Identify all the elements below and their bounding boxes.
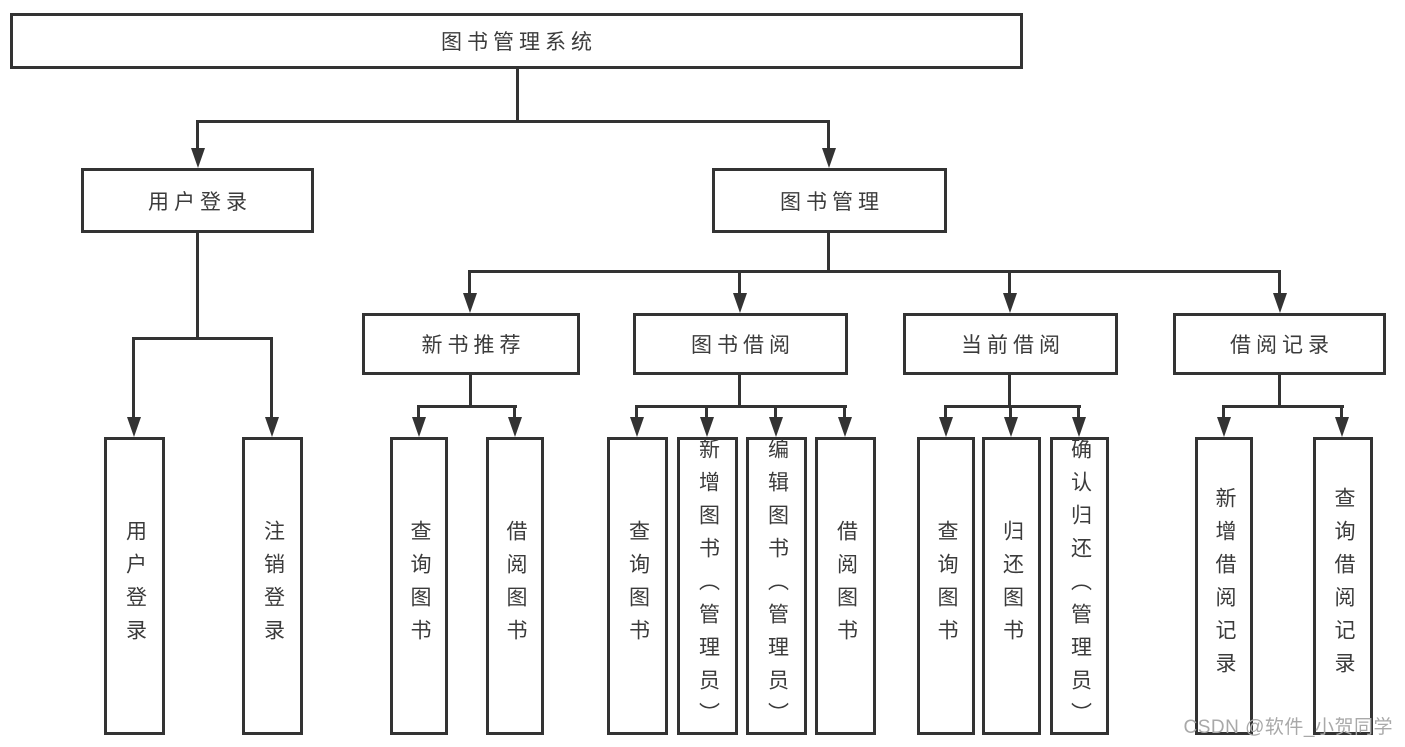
leaf-user-login: 用户登录 — [104, 437, 165, 735]
node-label: 图书管理系统 — [441, 31, 597, 54]
node-label: 确认归还（管理员） — [1068, 437, 1092, 735]
node-root-library-system: 图书管理系统 — [10, 13, 1023, 69]
arrow-down-icon — [1335, 417, 1349, 437]
connector-new-book-bar — [417, 405, 517, 408]
arrow-down-icon — [127, 417, 141, 437]
arrow-down-icon — [1003, 293, 1017, 313]
arrow-down-icon — [265, 417, 279, 437]
leaf-current-query-books: 查询图书 — [917, 437, 975, 735]
leaf-borrowing-edit-books-admin: 编辑图书（管理员） — [746, 437, 807, 735]
connector-leaf-stem — [843, 405, 846, 419]
leaf-current-confirm-return-admin: 确认归还（管理员） — [1050, 437, 1109, 735]
node-user-login: 用户登录 — [81, 168, 314, 233]
node-label: 图书管理 — [780, 190, 884, 214]
node-current-borrowing: 当前借阅 — [903, 313, 1118, 375]
connector-new-book-stem — [468, 270, 471, 295]
node-label: 借阅图书 — [834, 520, 858, 652]
connector-leaf-stem — [1009, 405, 1012, 419]
connector-book-mgmt-stem — [827, 120, 830, 150]
connector-user-login-stem — [196, 120, 199, 150]
node-new-book-recommend: 新书推荐 — [362, 313, 580, 375]
connector-root-bar — [196, 120, 830, 123]
arrow-down-icon — [939, 417, 953, 437]
connector-current-stem — [1008, 270, 1011, 295]
node-label: 注销登录 — [261, 520, 285, 652]
node-label: 用户登录 — [123, 520, 147, 652]
leaf-newbook-query-books: 查询图书 — [390, 437, 448, 735]
node-label: 查询图书 — [408, 520, 432, 652]
arrow-down-icon — [1273, 293, 1287, 313]
connector-records-stem — [1278, 270, 1281, 295]
node-label: 借阅图书 — [504, 520, 528, 652]
connector-user-login-down — [196, 233, 199, 337]
node-label: 查询借阅记录 — [1332, 487, 1356, 685]
connector-current-bar — [944, 405, 1081, 408]
node-label: 查询图书 — [626, 520, 650, 652]
connector-user-login-bar — [132, 337, 273, 340]
leaf-borrowing-borrow-books: 借阅图书 — [815, 437, 876, 735]
connector-records-down — [1278, 375, 1281, 405]
node-label: 新书推荐 — [421, 334, 526, 357]
connector-current-down — [1008, 375, 1011, 405]
connector-borrowing-bar — [635, 405, 847, 408]
connector-root-stem — [516, 69, 519, 120]
arrow-down-icon — [508, 417, 522, 437]
node-label: 编辑图书（管理员） — [765, 437, 789, 735]
connector-leaf-stem — [635, 405, 638, 419]
connector-leaf-stem — [944, 405, 947, 419]
leaf-newbook-borrow-books: 借阅图书 — [486, 437, 544, 735]
arrow-down-icon — [733, 293, 747, 313]
connector-leaf-stem — [1077, 405, 1080, 419]
connector-leaf-stem — [513, 405, 516, 419]
connector-leaf-stem — [774, 405, 777, 419]
arrow-down-icon — [822, 148, 836, 168]
arrow-down-icon — [1072, 417, 1086, 437]
arrow-down-icon — [630, 417, 644, 437]
node-book-management: 图书管理 — [712, 168, 947, 233]
node-label: 当前借阅 — [961, 334, 1065, 357]
arrow-down-icon — [769, 417, 783, 437]
leaf-records-query-record: 查询借阅记录 — [1313, 437, 1373, 735]
connector-logout-leaf-stem — [270, 337, 273, 419]
connector-leaf-stem — [705, 405, 708, 419]
arrow-down-icon — [1217, 417, 1231, 437]
node-label: 查询图书 — [935, 520, 959, 652]
connector-book-mgmt-bar — [468, 270, 1281, 273]
connector-leaf-stem — [1222, 405, 1225, 419]
node-label: 归还图书 — [1000, 520, 1024, 652]
connector-borrowing-down — [738, 375, 741, 405]
node-label: 借阅记录 — [1230, 334, 1334, 357]
connector-new-book-down — [469, 375, 472, 405]
connector-records-bar — [1222, 405, 1344, 408]
connector-login-leaf-stem — [132, 337, 135, 419]
arrow-down-icon — [838, 417, 852, 437]
node-label: 新增借阅记录 — [1213, 487, 1237, 685]
leaf-current-return-books: 归还图书 — [982, 437, 1041, 735]
node-label: 用户登录 — [148, 190, 252, 214]
connector-book-mgmt-down — [827, 233, 830, 270]
csdn-watermark: CSDN @软件_小贺同学 — [1183, 717, 1393, 738]
leaf-logout: 注销登录 — [242, 437, 303, 735]
connector-leaf-stem — [417, 405, 420, 419]
leaf-records-add-record: 新增借阅记录 — [1195, 437, 1253, 735]
arrow-down-icon — [191, 148, 205, 168]
leaf-borrowing-query-books: 查询图书 — [607, 437, 668, 735]
node-label: 新增图书（管理员） — [696, 437, 720, 735]
arrow-down-icon — [1004, 417, 1018, 437]
node-borrowing-records: 借阅记录 — [1173, 313, 1386, 375]
node-label: 图书借阅 — [691, 334, 795, 357]
arrow-down-icon — [463, 293, 477, 313]
connector-borrowing-stem — [738, 270, 741, 295]
connector-leaf-stem — [1340, 405, 1343, 419]
node-book-borrowing: 图书借阅 — [633, 313, 848, 375]
arrow-down-icon — [700, 417, 714, 437]
arrow-down-icon — [412, 417, 426, 437]
leaf-borrowing-add-books-admin: 新增图书（管理员） — [677, 437, 738, 735]
